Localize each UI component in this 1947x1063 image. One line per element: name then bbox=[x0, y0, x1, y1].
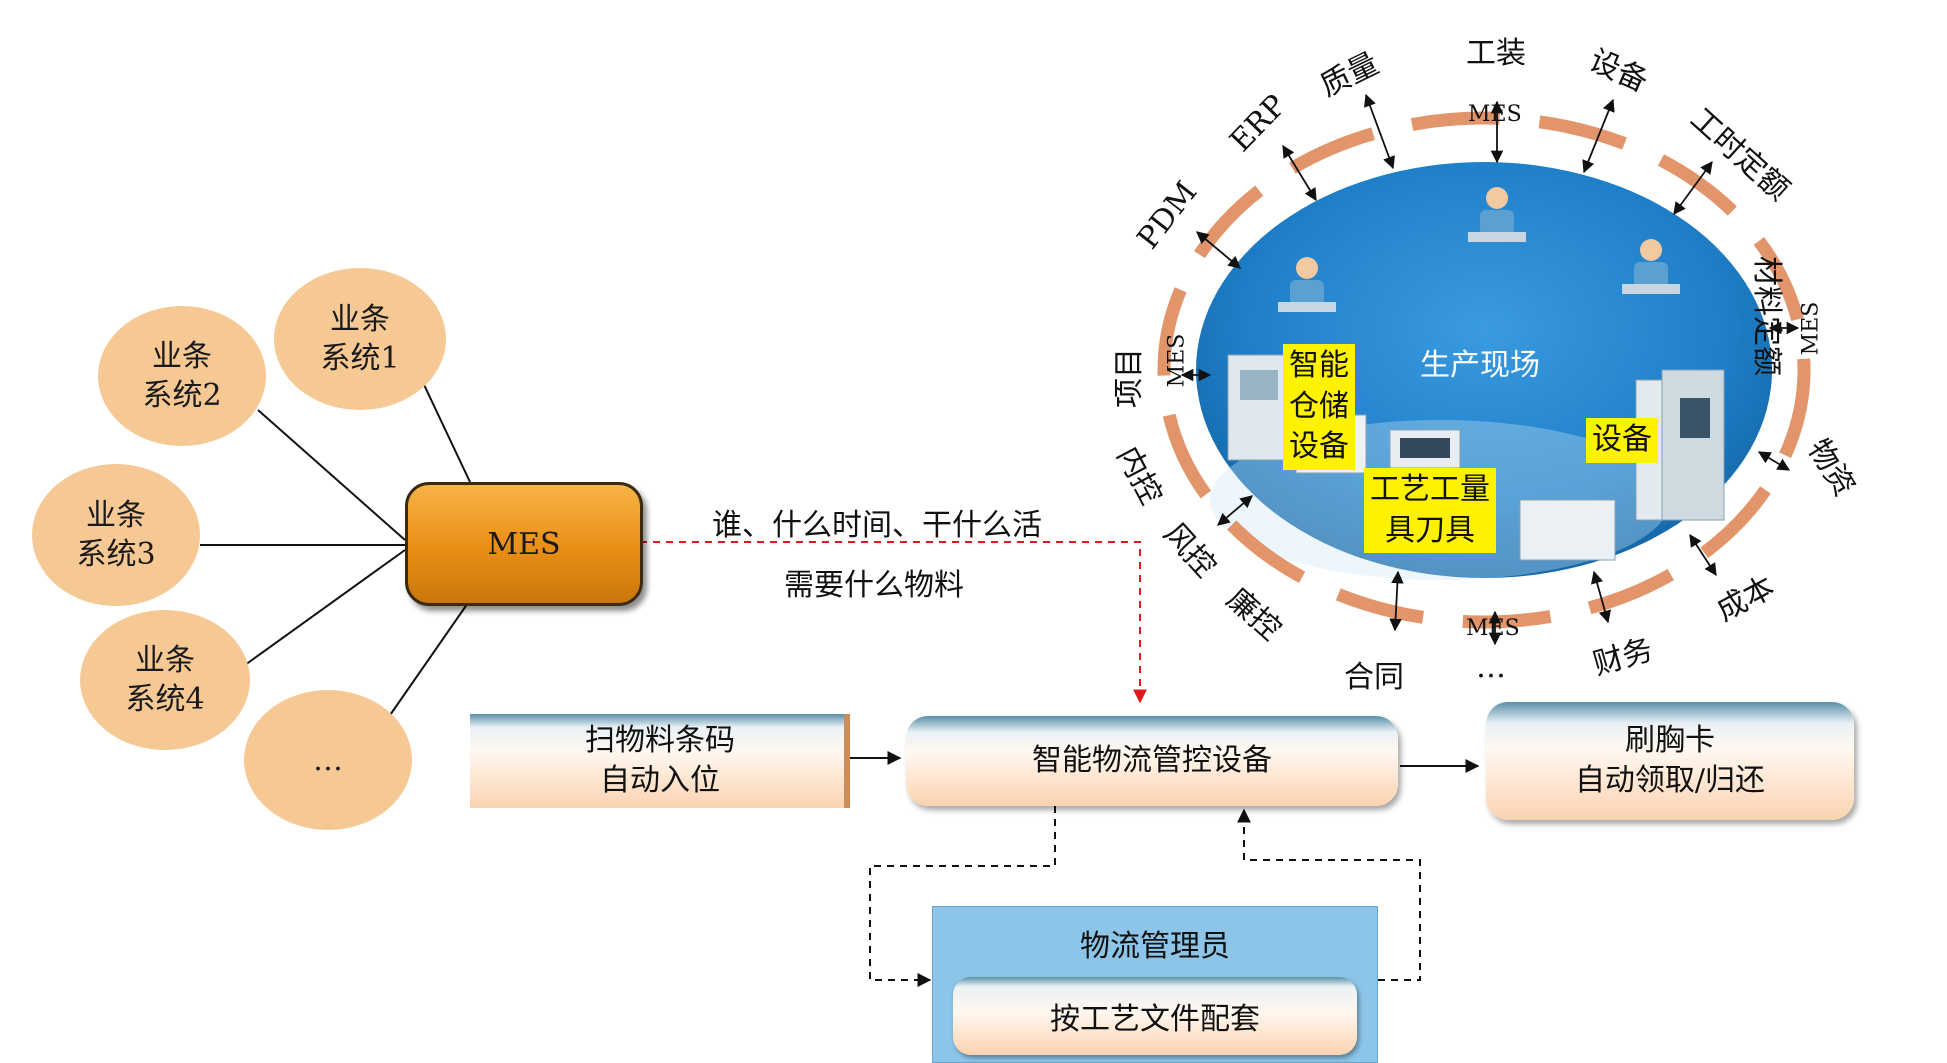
ring-label-ellipsis: … bbox=[1476, 650, 1506, 685]
admin-to-device-arrow bbox=[1237, 808, 1421, 981]
business-system-4-line1: 业条 bbox=[135, 643, 195, 678]
card-box-line1: 刷胸卡 bbox=[1624, 722, 1715, 758]
annotation-line2: 需要什么物料 bbox=[784, 568, 964, 603]
scan-barcode-box: 扫物料条码自动入位 bbox=[470, 714, 850, 808]
warehouse-tag-l2: 仓储 bbox=[1289, 388, 1349, 424]
admin-title: 物流管理员 bbox=[1080, 929, 1230, 964]
ring-label-tooling: 工装 bbox=[1466, 36, 1526, 71]
business-system-3: 业条系统3 bbox=[32, 464, 200, 606]
equipment-tag: 设备 bbox=[1586, 418, 1658, 463]
business-system-4: 业条系统4 bbox=[80, 610, 250, 750]
ring-label-material-quota: 材料定额 bbox=[1749, 256, 1784, 376]
production-ring bbox=[1157, 111, 1811, 629]
worker-icon-top bbox=[1468, 187, 1526, 242]
tooling-tag: 工艺工量 具刀具 bbox=[1364, 468, 1496, 553]
business-system-more-line1: … bbox=[313, 742, 343, 778]
card-box-line2: 自动领取/归还 bbox=[1574, 763, 1766, 798]
logistics-admin-panel: 物流管理员 按工艺文件配套 bbox=[932, 906, 1378, 1063]
worker-icon-right bbox=[1622, 239, 1680, 294]
admin-task-box: 按工艺文件配套 bbox=[953, 977, 1357, 1055]
ring-label-contract: 合同 bbox=[1344, 660, 1404, 695]
ring-mes-bottom: MES bbox=[1466, 616, 1520, 641]
tooling-tag-l2: 具刀具 bbox=[1385, 512, 1475, 548]
ring-mes-top: MES bbox=[1468, 102, 1522, 127]
warehouse-tag: 智能 仓储 设备 bbox=[1283, 344, 1355, 470]
production-site-label: 生产现场 bbox=[1420, 348, 1540, 383]
machine-equipment bbox=[1635, 369, 1725, 521]
worker-icon-left bbox=[1278, 257, 1336, 312]
ring-label-project: 项目 bbox=[1112, 348, 1147, 408]
business-system-3-line1: 业条 bbox=[86, 498, 146, 533]
logistics-control-device: 智能物流管控设备 bbox=[906, 716, 1398, 806]
business-system-1-line1: 业条 bbox=[330, 302, 390, 337]
logistics-device-label: 智能物流管控设备 bbox=[1032, 742, 1272, 778]
mes-hub-label: MES bbox=[487, 526, 561, 562]
device-to-admin-arrow bbox=[869, 806, 1056, 987]
mes-to-device-arrow bbox=[640, 541, 1147, 704]
business-system-1-line2: 系统1 bbox=[320, 341, 400, 376]
warehouse-tag-l3: 设备 bbox=[1289, 429, 1349, 464]
admin-task-label: 按工艺文件配套 bbox=[1050, 1002, 1260, 1037]
badge-card-box: 刷胸卡自动领取/归还 bbox=[1486, 702, 1854, 820]
spoke-lines bbox=[200, 371, 471, 719]
ring-arrows bbox=[1180, 93, 1800, 646]
business-system-2-line2: 系统2 bbox=[142, 378, 222, 413]
production-site-ellipse bbox=[1196, 162, 1772, 578]
tooling-tag-l1: 工艺工量 bbox=[1370, 472, 1490, 507]
business-system-4-line2: 系统4 bbox=[125, 682, 205, 717]
machine-tooling bbox=[1389, 429, 1616, 561]
business-system-more: … bbox=[244, 690, 412, 830]
business-system-2: 业条系统2 bbox=[98, 306, 266, 446]
warehouse-tag-l1: 智能 bbox=[1289, 348, 1349, 383]
business-system-2-line1: 业条 bbox=[152, 339, 212, 374]
business-system-1: 业条系统1 bbox=[274, 268, 446, 410]
ring-mes-right: MES bbox=[1798, 301, 1824, 356]
business-system-3-line2: 系统3 bbox=[76, 537, 156, 572]
ring-mes-left: MES bbox=[1164, 333, 1190, 388]
annotation-line1: 谁、什么时间、干什么活 bbox=[712, 508, 1042, 543]
scan-box-line1: 扫物料条码 bbox=[585, 722, 735, 758]
scan-box-line2: 自动入位 bbox=[600, 763, 720, 798]
mes-hub: MES bbox=[405, 482, 643, 606]
